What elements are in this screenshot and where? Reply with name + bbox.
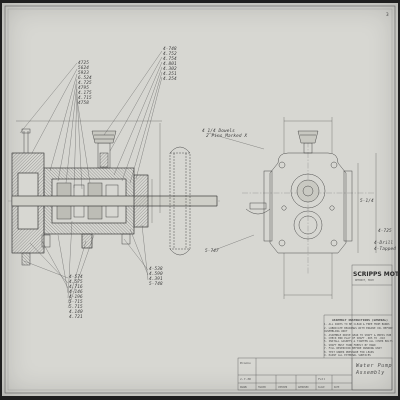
callout-label: 4.801 bbox=[163, 62, 177, 67]
drawn-by-value: Brooks bbox=[240, 361, 251, 365]
note-line: 4. CHECK END PLAY OF SHAFT .005 TO .010 bbox=[324, 337, 385, 341]
title-block-lines bbox=[237, 264, 393, 391]
callout-label: 4.715 bbox=[78, 96, 92, 101]
callout-label: 4-Drill bbox=[374, 241, 394, 246]
sheet-corner-mark: 3 bbox=[386, 13, 389, 18]
callout-label: 5-715 bbox=[69, 300, 83, 305]
callout-label: 4.391 bbox=[149, 277, 163, 282]
callout-label: 4758 bbox=[78, 101, 89, 106]
outer-border bbox=[4, 5, 396, 394]
notes-heading: ASSEMBLY INSTRUCTIONS (GENERAL) bbox=[332, 318, 388, 322]
company-name: SCRIPPS MOTOR bbox=[353, 271, 399, 278]
dowel-note: 4 1/4 Dowels bbox=[202, 129, 235, 134]
callout-label: 4-748 bbox=[163, 47, 177, 52]
note-line: 6. SHAFT MUST TURN FREELY BY HAND bbox=[324, 343, 376, 347]
title-block-header: DATE bbox=[334, 386, 340, 389]
note-line: 9. PAINT ALL EXTERNAL SURFACES bbox=[324, 354, 371, 358]
callout-label: 5.715 bbox=[69, 305, 83, 310]
callout-label: 4-Tapped bbox=[374, 247, 396, 252]
note-line: 1. ALL PARTS TO BE CLEAN & FREE FROM BUR… bbox=[324, 323, 390, 327]
callout-label: 4.175 bbox=[78, 91, 92, 96]
callout-label: 4.302 bbox=[163, 67, 177, 72]
drawing-subtitle: Assembly bbox=[356, 370, 385, 376]
callout-label: 5624 bbox=[78, 66, 89, 71]
note-line: ASSEMBLING UNIT bbox=[324, 330, 348, 334]
company-location: DETROIT, MICH bbox=[355, 279, 374, 282]
note-line: 3. ASSEMBLE DRIVE GEAR TO SHAFT & PRESS … bbox=[324, 333, 392, 337]
assembly-notes: ASSEMBLY INSTRUCTIONS (GENERAL) 1. ALL P… bbox=[324, 318, 396, 358]
callout-label: 5-748 bbox=[149, 282, 163, 287]
callout-label: 4.754 bbox=[163, 57, 177, 62]
callout-label: 4795 bbox=[78, 86, 89, 91]
callout-label: 5-747 bbox=[205, 249, 219, 254]
end-view bbox=[242, 117, 377, 299]
callout-label: 5923 bbox=[78, 71, 89, 76]
callout-label: 4.575 bbox=[69, 280, 83, 285]
title-block-header: DRAWN bbox=[240, 386, 247, 389]
callout-label: 4.590 bbox=[149, 272, 163, 277]
title-block-header: SCALE bbox=[318, 386, 325, 389]
drawing-title: Water Pump bbox=[356, 363, 393, 369]
callout-label: 4-574 bbox=[69, 275, 83, 280]
callout-label: 4-538 bbox=[149, 267, 163, 272]
section-view bbox=[8, 120, 220, 266]
callout-label: 4.254 bbox=[163, 77, 177, 82]
pins-note: 2 Pins Marked X bbox=[206, 134, 248, 139]
note-line: 5. INSTALL GASKETS & TIGHTEN ALL COVER B… bbox=[324, 340, 393, 344]
callout-label: 4725 bbox=[78, 61, 89, 66]
drawing-sheet: 3 4725 5624 5923 6.524 4.725 4795 4.175 … bbox=[2, 3, 399, 396]
callout-label: 4.716 bbox=[69, 285, 83, 290]
callout-label: 6.524 bbox=[78, 76, 92, 81]
callout-label: 4.140 bbox=[69, 310, 83, 315]
title-block-header: APPROVED bbox=[298, 386, 309, 389]
note-line: 2. LUBRICATE BEARINGS WITH ENGINE OIL BE… bbox=[324, 326, 393, 330]
callout-label: 4-146 bbox=[69, 290, 83, 295]
title-block-header: TRACED bbox=[258, 386, 266, 389]
callout-label: 5-1/4 bbox=[360, 199, 374, 204]
inner-border bbox=[7, 8, 393, 391]
callout-label: 4.752 bbox=[163, 52, 177, 57]
callout-label: 4.721 bbox=[69, 315, 83, 320]
title-block-header: CHECKED bbox=[278, 386, 288, 389]
date-value: 1-7-36 bbox=[240, 377, 251, 381]
callout-label: 4.251 bbox=[163, 72, 177, 77]
callout-label: 4.725 bbox=[78, 81, 92, 86]
technical-drawing bbox=[4, 5, 396, 394]
note-line: 7. FILL RESERVOIR BEFORE RUNNING UNIT bbox=[324, 347, 382, 351]
scale-value: Full bbox=[318, 377, 326, 381]
callout-label: 4-196 bbox=[69, 295, 83, 300]
leader-lines bbox=[19, 50, 265, 309]
note-line: 8. TEST UNDER PRESSURE FOR LEAKS bbox=[324, 350, 374, 354]
callout-label: 4-725 bbox=[378, 229, 392, 234]
